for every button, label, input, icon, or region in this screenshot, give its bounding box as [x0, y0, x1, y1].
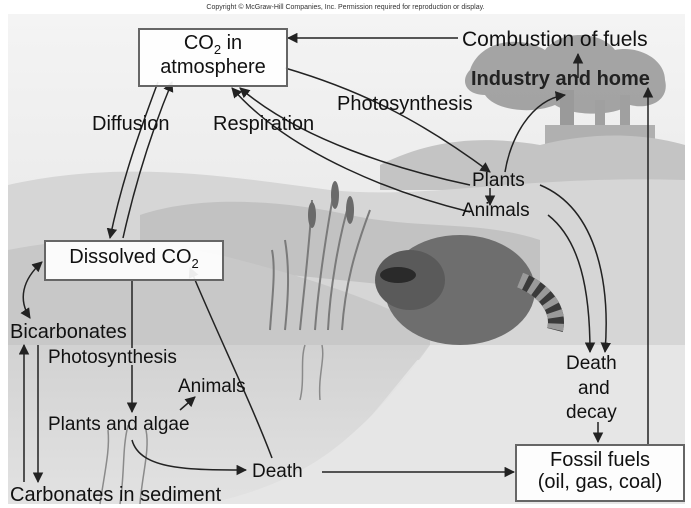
fossil-fuels-line1: Fossil fuels	[517, 450, 683, 472]
co2-text: CO	[184, 32, 214, 54]
photosynthesis-land-label: Photosynthesis	[337, 94, 473, 114]
co2-atmosphere-box: CO2 in atmosphere	[138, 28, 288, 87]
plants-algae-label: Plants and algae	[48, 415, 190, 434]
co2-atmosphere-line2: atmosphere	[140, 57, 286, 79]
death-decay-line1: Death	[566, 354, 617, 373]
photosynthesis-water-label: Photosynthesis	[48, 348, 177, 367]
respiration-label: Respiration	[213, 114, 314, 134]
combustion-label: Combustion of fuels	[462, 29, 648, 50]
co2-subscript: 2	[214, 42, 221, 57]
industry-label: Industry and home	[471, 69, 650, 89]
dissolved-co2-subscript: 2	[192, 256, 199, 271]
carbonates-label: Carbonates in sediment	[10, 485, 221, 505]
fossil-fuels-box: Fossil fuels (oil, gas, coal)	[515, 444, 685, 502]
animals-land-label: Animals	[462, 201, 530, 220]
dissolved-co2-box: Dissolved CO2	[44, 240, 224, 281]
co2-in-text: in	[221, 32, 242, 54]
death-decay-line3: decay	[566, 403, 617, 422]
dissolved-co2-text: Dissolved CO	[69, 246, 191, 268]
co2-atmosphere-line1: CO2 in	[140, 33, 286, 57]
death-label: Death	[252, 462, 303, 481]
plants-land-label: Plants	[472, 171, 525, 190]
copyright-notice: Copyright © McGraw-Hill Companies, Inc. …	[0, 4, 691, 11]
fossil-fuels-line2: (oil, gas, coal)	[517, 472, 683, 494]
animals-water-label: Animals	[178, 377, 246, 396]
diffusion-label: Diffusion	[92, 114, 169, 134]
bicarbonates-label: Bicarbonates	[10, 322, 127, 342]
death-decay-line2: and	[578, 379, 610, 398]
